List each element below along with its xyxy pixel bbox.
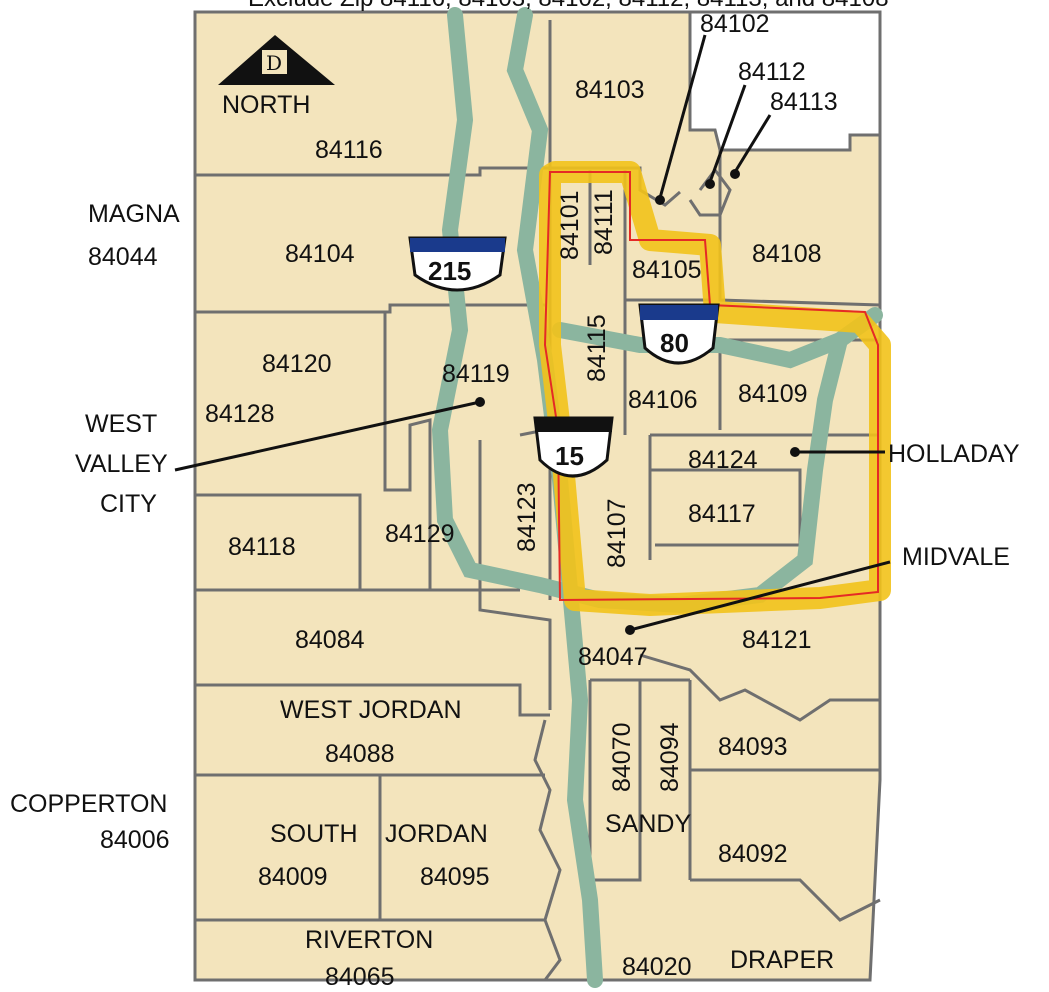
north-arrow-icon: D [218,35,335,85]
zip-84107: 84107 [603,498,631,568]
zip-84104: 84104 [285,240,355,268]
label-copperton: COPPERTON [10,790,167,818]
zip-boundaries [195,20,881,981]
exclusion-caption: Exclude Zip 84116, 84103, 84102, 84112, … [248,0,889,12]
zip-84065: 84065 [325,963,395,991]
zip-84103: 84103 [575,76,645,104]
label-midvale: MIDVALE [902,543,1010,571]
zip-84119: 84119 [442,360,510,388]
zip-84116: 84116 [315,136,383,164]
i80-highway [552,307,883,369]
i215-shield-label: 215 [428,256,471,286]
zip-84092: 84092 [718,840,788,868]
label-copperton-zip: 84006 [100,826,170,854]
zip-84120: 84120 [262,350,332,378]
highlighted-region [539,161,891,616]
zip-84084: 84084 [295,626,365,654]
zip-84129: 84129 [385,520,455,548]
label-magna: MAGNA [88,200,180,228]
svg-text:D: D [266,51,282,75]
label-sandy: SANDY [605,810,691,838]
zip-84117: 84117 [688,500,756,528]
label-south: SOUTH [270,820,358,848]
north-label: NORTH [222,91,310,119]
zip-84009: 84009 [258,863,328,891]
zip-84109: 84109 [738,380,808,408]
label-jordan: JORDAN [385,820,488,848]
zip-84070: 84070 [608,722,636,792]
zip-84108: 84108 [752,240,822,268]
i80-shield-icon: 80 [638,303,720,365]
zip-84094: 84094 [656,722,684,792]
label-west: WEST [85,410,157,438]
pointer-dots [475,169,800,635]
label-draper: DRAPER [730,946,834,974]
label-holladay: HOLLADAY [888,440,1020,468]
zip-84093: 84093 [718,733,788,761]
i215-shield-icon: 215 [408,236,507,292]
zip-84105: 84105 [632,256,702,284]
zip-84113: 84113 [770,88,838,116]
zip-84124: 84124 [688,446,758,474]
zip-84121: 84121 [742,626,812,654]
label-riverton: RIVERTON [305,926,433,954]
zip-84123: 84123 [513,482,541,552]
pointer-lines [174,34,891,632]
zip-84115: 84115 [583,314,611,382]
zip-84102: 84102 [700,10,770,38]
label-city: CITY [100,490,157,518]
zip-84106: 84106 [628,386,698,414]
zip-84118: 84118 [228,533,296,561]
zip-84095: 84095 [420,863,490,891]
i15-shield-label: 15 [555,441,584,471]
zip-84101: 84101 [556,190,584,260]
northeast-cutout [688,10,882,152]
i15-shield-icon: 15 [533,416,614,478]
zip-84112: 84112 [738,58,806,86]
zip-84020: 84020 [622,953,692,981]
zip-84128: 84128 [205,400,275,428]
label-valley: VALLEY [75,450,168,478]
zip-84111: 84111 [590,189,618,255]
zip-84088: 84088 [325,740,395,768]
label-west-jordan: WEST JORDAN [280,696,462,724]
zip-84047: 84047 [578,643,648,671]
label-magna-zip: 84044 [88,243,158,271]
i80-shield-label: 80 [660,328,689,358]
